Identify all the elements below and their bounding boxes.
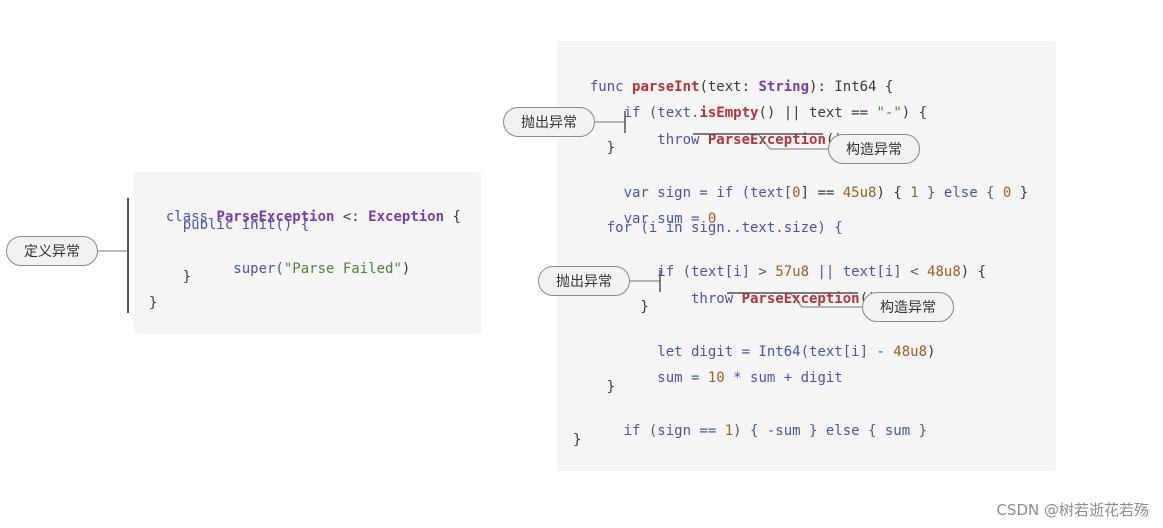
code-token: (text: xyxy=(699,79,759,95)
code-line: for (i in sign..text.size) { xyxy=(573,220,843,236)
code-token: if (text. xyxy=(589,105,700,121)
code-block-parse-exception xyxy=(134,172,481,334)
code-token: isEmpty xyxy=(699,105,759,121)
code-token: <: xyxy=(334,209,369,225)
code-line: var sign = if (text[0] == 45u8) { 1 } el… xyxy=(573,166,1029,202)
code-token: 57u8 xyxy=(775,264,810,280)
code-line: let digit = Int64(text[i] - 48u8) xyxy=(573,325,935,361)
code-line: if (text[i] > 57u8 || text[i] < 48u8) { xyxy=(573,245,986,281)
code-token: class xyxy=(165,209,217,225)
code-token: * sum + digit xyxy=(724,370,843,386)
code-token: 0 xyxy=(1002,185,1012,201)
code-token: 48u8 xyxy=(927,264,961,280)
callout-construct-exception-1: 构造异常 xyxy=(828,134,920,164)
code-token: 0 xyxy=(707,211,717,227)
code-token: var sum = xyxy=(589,211,708,227)
callout-throw-exception-2: 抛出异常 xyxy=(538,266,630,296)
code-token: if (text[i] > xyxy=(589,264,776,280)
code-line: } xyxy=(573,379,616,395)
callout-define-exception: 定义异常 xyxy=(6,236,98,266)
code-token: var sign = if (text[ xyxy=(589,185,793,201)
code-token: 10 xyxy=(707,370,725,386)
code-token: parseInt xyxy=(632,79,700,95)
code-token: ) { xyxy=(960,264,987,280)
code-token: 1 xyxy=(724,423,734,439)
code-line: class ParseException <: Exception { xyxy=(149,190,461,226)
code-token: } else { xyxy=(918,185,1003,201)
code-token: ] == xyxy=(800,185,843,201)
code-block-parse-int xyxy=(557,41,1056,471)
code-token: super( xyxy=(165,261,284,277)
code-token: () || text == xyxy=(758,105,877,121)
code-token: } xyxy=(1011,185,1029,201)
code-token: throw xyxy=(589,291,742,307)
code-token: Exception xyxy=(368,209,445,225)
code-line: } xyxy=(573,299,649,315)
code-line: var sum = 0 xyxy=(573,192,717,228)
code-token: 45u8 xyxy=(842,185,877,201)
code-token: ParseException xyxy=(707,132,826,148)
code-token: ) xyxy=(401,261,411,277)
code-line: } xyxy=(149,295,158,311)
code-token: sum = xyxy=(589,370,708,386)
code-token: ) { xyxy=(876,185,911,201)
code-line: } xyxy=(573,140,616,156)
code-line: func parseInt(text: String): Int64 { xyxy=(573,60,893,96)
code-token: let digit = Int64(text[i] - xyxy=(589,344,894,360)
code-line: sum = 10 * sum + digit xyxy=(573,351,843,387)
code-token: String xyxy=(758,79,810,95)
construct-1-connector xyxy=(757,133,828,150)
code-line: if (sign == 1) { -sum } else { sum } xyxy=(573,404,927,440)
callout-throw-exception-1: 抛出异常 xyxy=(503,107,595,137)
code-token: if (sign == xyxy=(589,423,725,439)
construct-2-connector xyxy=(789,292,862,308)
code-line: super("Parse Failed") xyxy=(149,242,410,278)
code-token: ) { xyxy=(901,105,928,121)
code-line: } xyxy=(149,269,192,285)
code-token: ) { -sum } else { sum } xyxy=(733,423,928,439)
code-token: { xyxy=(444,209,461,225)
code-line: public init() { xyxy=(149,217,310,233)
code-token: "Parse Failed" xyxy=(283,261,402,277)
code-token: || text[i] < xyxy=(809,264,928,280)
code-line: if (text.isEmpty() || text == "-") { xyxy=(573,86,928,122)
code-token: "-" xyxy=(876,105,902,121)
code-token: 0 xyxy=(792,185,801,201)
code-token: throw xyxy=(589,132,708,148)
code-line: } xyxy=(573,432,582,448)
code-token: func xyxy=(589,79,633,95)
code-token: 48u8 xyxy=(893,344,928,360)
callout-construct-exception-2: 构造异常 xyxy=(862,292,954,322)
code-token: ParseException xyxy=(216,209,335,225)
code-token: 1 xyxy=(910,185,919,201)
watermark: CSDN @树若逝花若殇 xyxy=(996,501,1149,519)
code-token: ) xyxy=(927,344,936,360)
code-token: ): Int64 { xyxy=(809,79,894,95)
code-token: ParseException xyxy=(741,291,860,307)
